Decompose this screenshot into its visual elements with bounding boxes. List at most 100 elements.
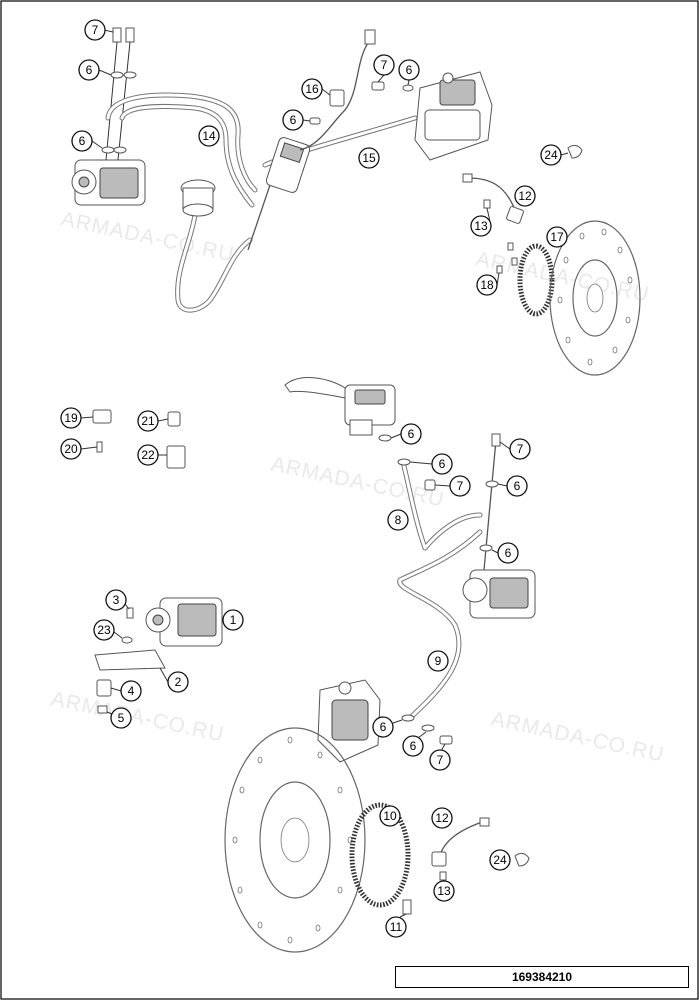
callout-4: 4 [110,680,142,702]
svg-text:6: 6 [514,479,521,493]
callout-15: 15 [358,147,380,169]
callout-12: 12 [431,807,453,829]
abs-unit-top [71,159,146,206]
callout-6: 6 [282,109,311,131]
svg-text:2: 2 [175,675,182,689]
callout-7: 7 [84,19,114,41]
callout-13: 13 [470,207,492,237]
watermark-3: ARMADA-CO.RU [269,452,446,511]
pad-22 [166,445,186,469]
drawing-code: 169384210 [395,966,689,988]
svg-text:12: 12 [435,811,449,825]
callout-6: 6 [390,423,422,445]
callout-9: 9 [427,650,449,672]
front-master-cylinder [284,377,396,436]
rear-caliper [414,71,493,161]
svg-text:4: 4 [128,684,135,698]
watermark-5: ARMADA-CO.RU [489,707,666,766]
callout-21: 21 [137,410,169,432]
bracket-2 [94,649,166,671]
svg-text:7: 7 [457,479,464,493]
holder-21 [167,411,181,427]
front-brake-disc [224,727,366,953]
svg-text:5: 5 [118,711,125,725]
callout-6: 6 [497,475,528,497]
svg-text:17: 17 [550,230,564,244]
svg-text:7: 7 [437,753,444,767]
svg-text:7: 7 [517,442,524,456]
pressure-sensor [329,89,345,107]
svg-text:12: 12 [518,189,532,203]
svg-text:6: 6 [410,739,417,753]
svg-text:7: 7 [381,58,388,72]
callout-20: 20 [60,438,98,460]
svg-text:10: 10 [383,809,397,823]
callout-6: 6 [491,542,519,564]
bolt-11 [402,899,412,915]
callout-6: 6 [71,130,103,152]
callout-16: 16 [301,78,331,100]
svg-text:3: 3 [113,593,120,607]
callout-7: 7 [373,54,395,83]
svg-text:22: 22 [141,448,155,462]
callout-3: 3 [105,589,130,611]
svg-text:14: 14 [202,129,216,143]
svg-text:6: 6 [505,546,512,560]
svg-text:7: 7 [92,23,99,37]
callout-13: 13 [433,879,455,902]
callout-7: 7 [434,475,471,497]
svg-text:6: 6 [439,457,446,471]
svg-text:6: 6 [406,63,413,77]
watermark-1: ARMADA-CO.RU [59,207,236,266]
callout-1: 1 [222,609,244,631]
callout-23: 23 [93,619,123,641]
callout-6: 6 [372,716,403,738]
front-caliper [317,679,381,763]
screw-20 [96,441,103,453]
rear-master-cylinder [247,137,311,251]
rear-brake-assembly [71,27,641,376]
svg-text:6: 6 [290,113,297,127]
callout-10: 10 [379,805,401,827]
svg-text:1: 1 [230,613,237,627]
svg-text:18: 18 [480,278,494,292]
svg-text:23: 23 [97,623,111,637]
svg-text:11: 11 [390,920,403,934]
svg-text:19: 19 [64,411,78,425]
svg-text:24: 24 [493,853,507,867]
nut-5 [97,705,108,714]
callout-6: 6 [398,59,420,86]
callout-6: 6 [409,453,453,475]
callout-18: 18 [476,272,500,296]
svg-text:6: 6 [408,427,415,441]
svg-text:6: 6 [86,63,93,77]
brake-fluid-reservoir [180,179,216,217]
banjo-bolts-top [101,27,137,161]
callout-17: 17 [546,226,568,248]
damper-4 [96,679,112,697]
callout-6: 6 [78,59,112,81]
callout-14: 14 [198,125,220,147]
watermark-2: ARMADA-CO.RU [474,247,651,306]
front-brake-assembly [94,377,536,953]
svg-text:6: 6 [380,720,387,734]
svg-text:21: 21 [141,414,155,428]
abs-unit-small [145,597,223,647]
svg-text:15: 15 [362,151,376,165]
callout-2: 2 [159,667,189,693]
callout-12: 12 [514,185,536,207]
front-tone-ring [349,802,411,908]
callout-7: 7 [429,743,451,771]
svg-text:8: 8 [395,513,402,527]
abs-unit-front [462,569,536,619]
callout-24: 24 [540,144,569,166]
svg-text:24: 24 [544,148,558,162]
pressure-sensor-plug [364,29,376,45]
callout-7: 7 [499,438,531,460]
callout-6: 6 [402,731,427,757]
svg-text:13: 13 [474,219,488,233]
small-parts [92,409,186,469]
